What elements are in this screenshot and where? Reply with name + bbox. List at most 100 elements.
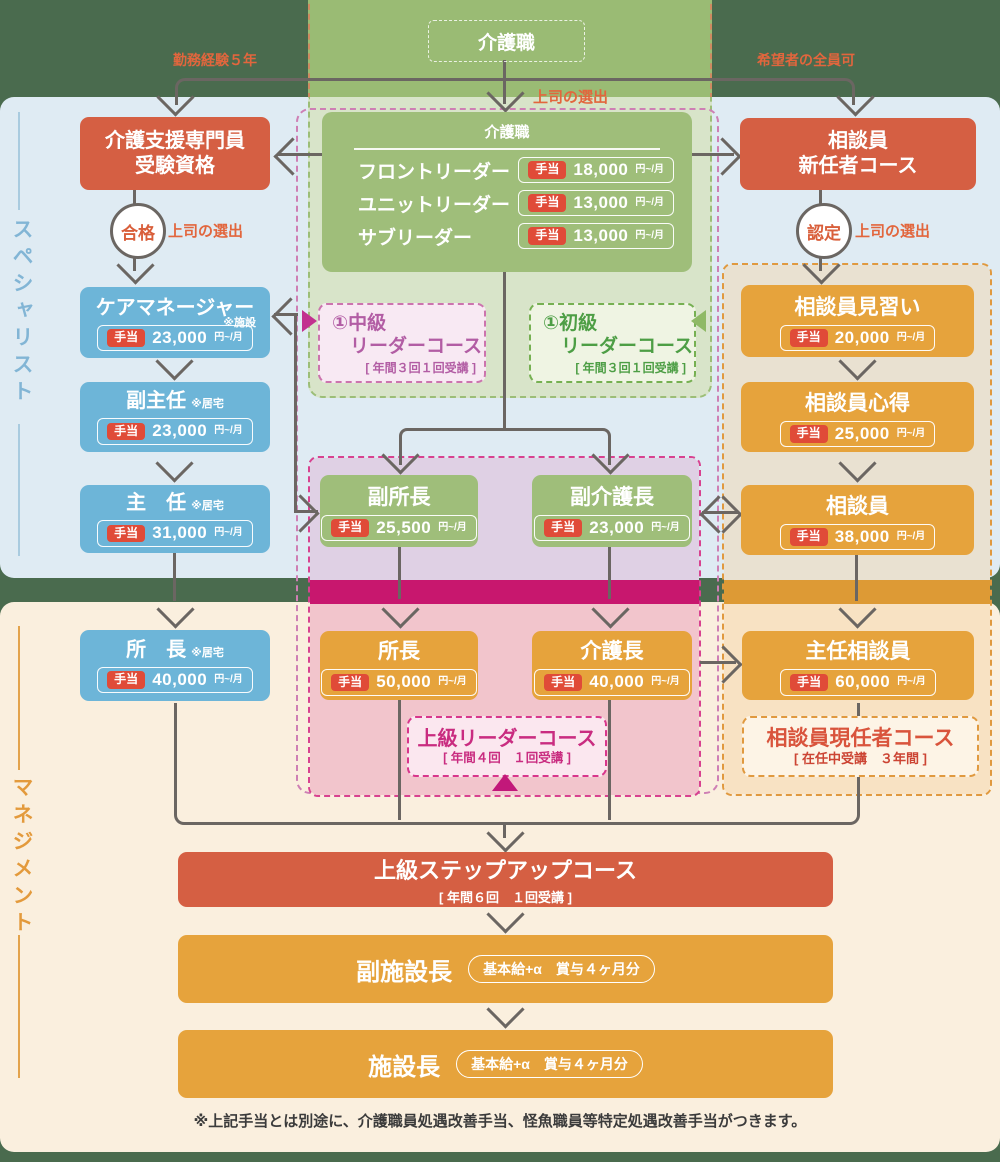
box-title: 主任相談員 (805, 640, 911, 664)
allowance-unit: 円~/月 (897, 676, 926, 688)
box-title: 主 任 (126, 492, 187, 515)
allowance-badge: 手当 (544, 519, 583, 537)
line-exam-to-pass (133, 190, 136, 204)
box-title-line1: 相談員 (828, 130, 888, 152)
course-note: [ 年間３回１回受講 ] (365, 360, 476, 375)
box-exam-qualification: 介護支援専門員 受験資格 (80, 117, 270, 190)
leader-name: フロントリーダー (358, 161, 511, 183)
footnote: ※上記手当とは別途に、介護職員処遇改善手当、怪魚職員等特定処遇改善手当がつきます… (193, 1113, 807, 1130)
split-connector (399, 428, 611, 465)
allowance-amount: 60,000 (835, 672, 891, 692)
allowance-amount: 23,000 (589, 517, 645, 537)
management-line-bottom (18, 935, 20, 1078)
triangle-intermediate-marker (302, 310, 317, 332)
advanced-leader-region-band (310, 580, 699, 604)
box-note: ※居宅 (191, 398, 224, 411)
allowance-badge: 手当 (331, 519, 370, 537)
allowance-amount: 38,000 (834, 526, 890, 546)
top-branch-connector (175, 78, 855, 105)
course-line1: ①中級 (332, 313, 387, 334)
box-title-row: 主 任※居宅 (126, 491, 224, 516)
allowance-pill: 手当 23,000 円~/月 (534, 514, 690, 542)
label-boss-select-right: 上司の選出 (855, 223, 931, 240)
triangle-advanced-marker (492, 774, 518, 791)
course-line1: ①初級 (543, 313, 598, 334)
box-facility-head: 施設長 基本給+α 賞与４ヶ月分 (178, 1030, 833, 1098)
box-title: 所 長 (126, 638, 187, 661)
box-title: 相談員 (826, 494, 889, 518)
box-chief: 主 任※居宅 手当 31,000 円~/月 (80, 485, 270, 553)
allowance-unit: 円~/月 (651, 521, 680, 533)
course-line2: リーダーコース (350, 335, 483, 357)
allowance-badge: 手当 (528, 161, 567, 179)
divider (354, 148, 660, 150)
line-leaders-to-exam (278, 153, 322, 156)
allowance-unit: 円~/月 (438, 676, 467, 688)
course-note: [ 在任中受講 ３年間 ] (794, 751, 927, 767)
course-intermediate-leader: ①中級 リーダーコース [ 年間３回１回受講 ] (318, 303, 486, 383)
allowance-badge: 手当 (107, 524, 146, 543)
allowance-badge: 手当 (107, 329, 146, 347)
leader-name: ユニットリーダー (358, 194, 511, 216)
box-title-line2: 新任者コース (798, 155, 918, 177)
box-newcomer-course: 相談員 新任者コース (740, 118, 976, 190)
line-newcomer-to-certify (819, 190, 822, 204)
allowance-pill: 手当 31,000 円~/月 (97, 520, 253, 547)
box-title-line1: 介護支援専門員 (105, 129, 245, 152)
allowance-amount: 40,000 (152, 669, 208, 689)
allowance-badge: 手当 (790, 673, 829, 692)
box-title: 介護職 (477, 32, 535, 54)
allowance-unit: 円~/月 (214, 673, 243, 685)
triangle-beginner-marker (691, 310, 706, 332)
box-title: 施設長 (368, 1053, 441, 1081)
label-management: マネジメント (10, 776, 33, 938)
allowance-unit: 円~/月 (214, 527, 243, 539)
box-title: 副施設長 (356, 958, 453, 986)
allowance-unit: 円~/月 (651, 676, 680, 688)
allowance-badge: 手当 (107, 422, 146, 441)
line-carechief-merge (608, 700, 611, 820)
box-title: 副主任 (126, 390, 187, 413)
line-vcc-down (608, 547, 611, 599)
line-leaders-to-newcomer (690, 153, 734, 156)
allowance-unit: 円~/月 (635, 196, 664, 208)
allowance-amount: 31,000 (152, 523, 208, 543)
course-title: 上級ステップアップコース (374, 858, 637, 883)
allowance-unit: 円~/月 (635, 229, 664, 241)
allowance-amount: 13,000 (573, 192, 629, 212)
line-vcc-counselor (702, 511, 738, 514)
course-beginner-leader: ①初級 リーダーコース [ 年間３回１回受講 ] (529, 303, 696, 383)
management-line-top (18, 626, 20, 770)
line-chief-down (173, 553, 176, 601)
line-director-merge (398, 700, 401, 820)
allowance-unit: 円~/月 (896, 530, 926, 542)
allowance-amount: 25,500 (376, 517, 432, 537)
box-title: ケアマネージャー (95, 296, 255, 319)
specialist-line-bottom (18, 424, 20, 556)
leaders-header: 介護職 (484, 124, 530, 141)
line-cm-link-vertical (294, 313, 297, 513)
allowance-unit: 円~/月 (896, 331, 926, 343)
certify-label: 認定 (807, 223, 841, 243)
allowance-badge: 手当 (544, 673, 583, 692)
allowance-unit: 円~/月 (896, 427, 926, 439)
allowance-amount: 18,000 (573, 159, 629, 179)
box-care-worker-entry: 介護職 (428, 20, 585, 62)
box-senior-counselor: 主任相談員 手当 60,000 円~/月 (742, 631, 974, 700)
line-leaders-down (503, 272, 506, 430)
box-title: 相談員心得 (805, 391, 910, 415)
line-carechief-senior (700, 661, 736, 664)
